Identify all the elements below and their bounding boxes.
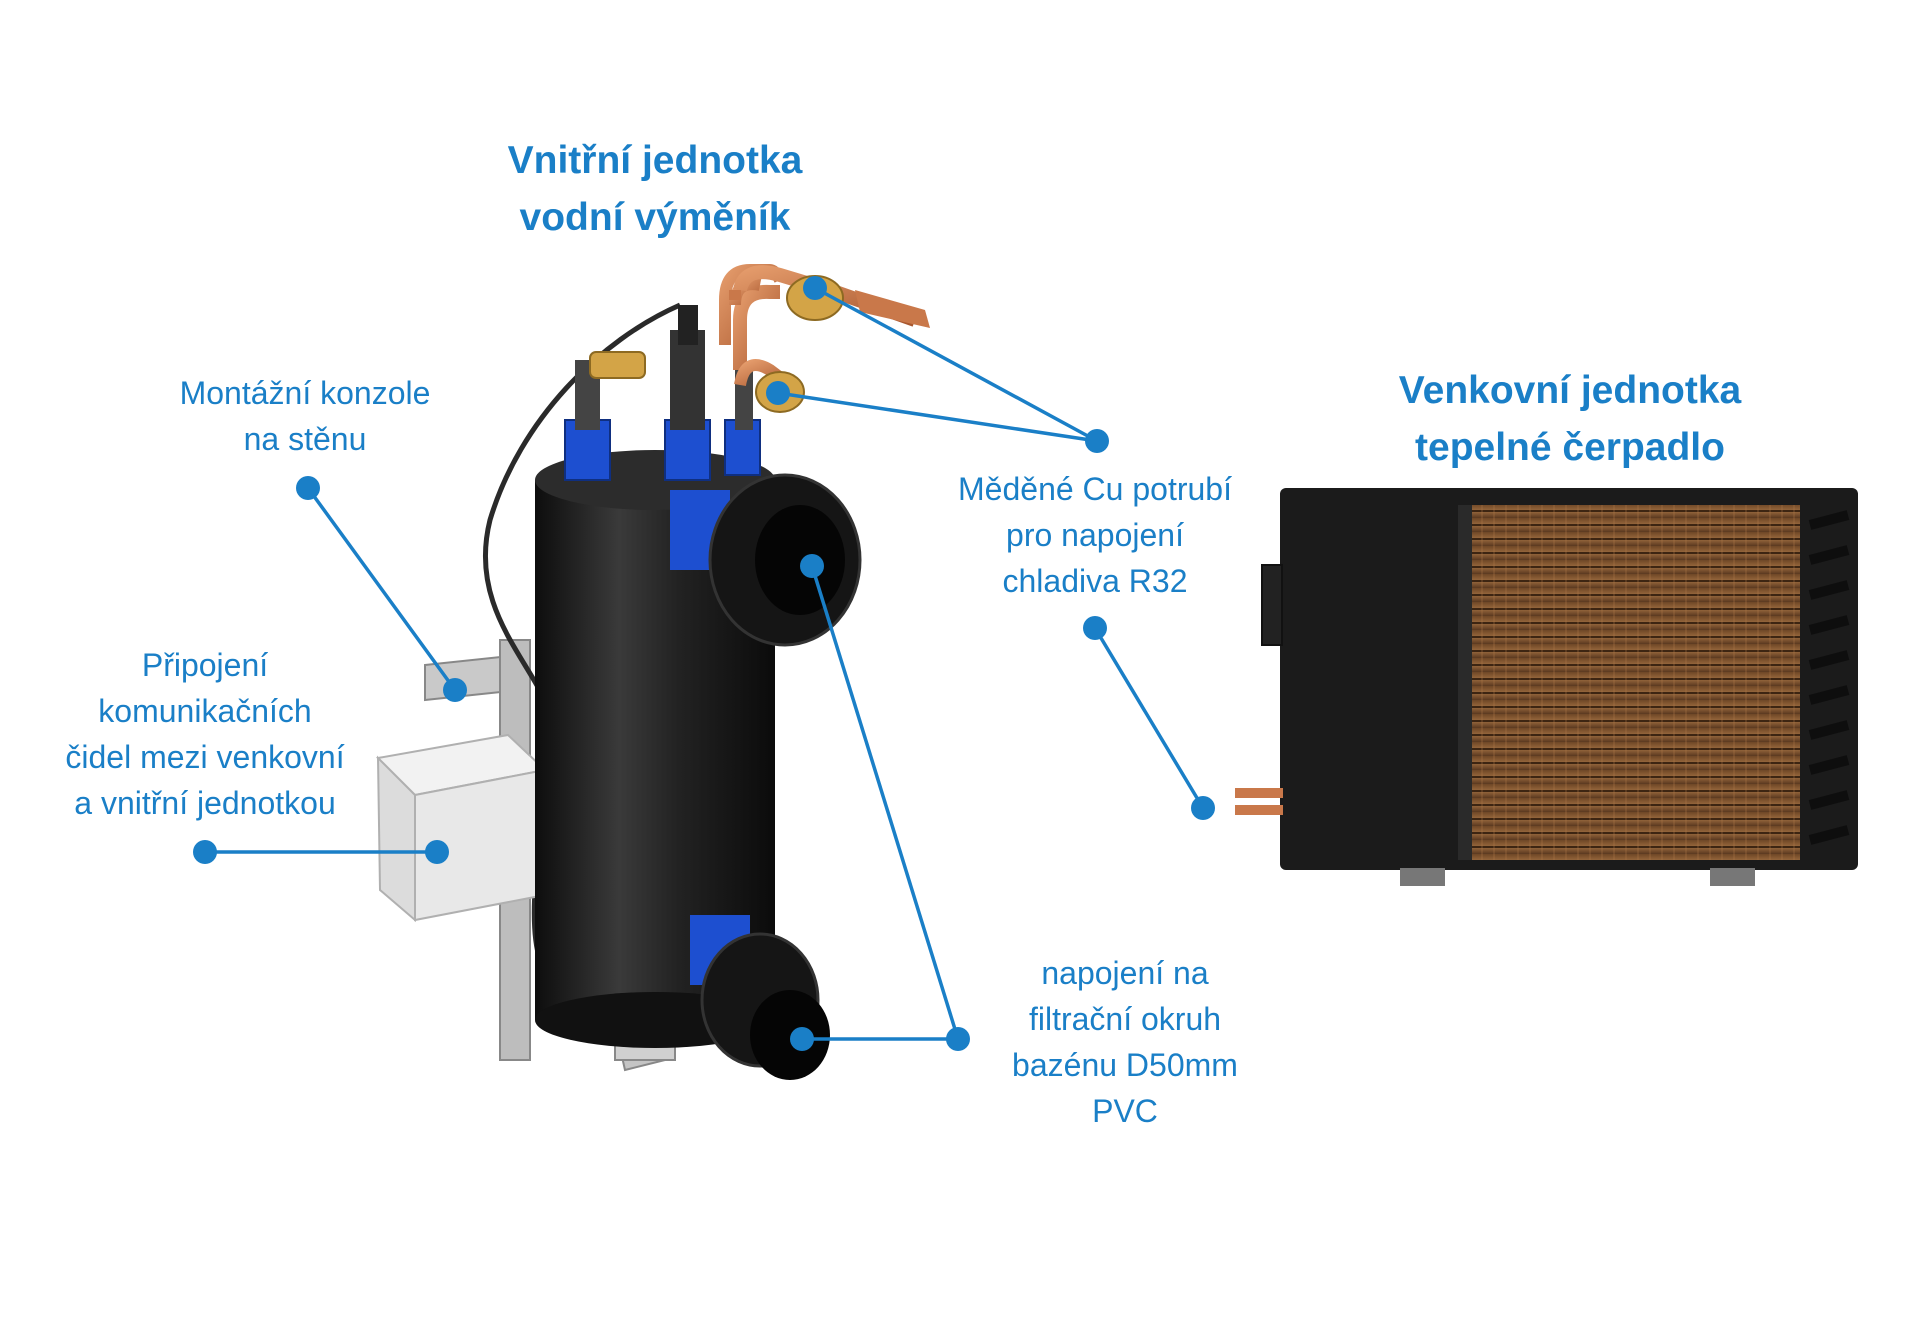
outdoor-stub-target-dot [1191, 796, 1215, 820]
copper-pipes [719, 264, 930, 413]
copper-target-dot-upper [803, 276, 827, 300]
indoor-unit-illustration [375, 264, 930, 1080]
callout-dots [193, 276, 1215, 1051]
filtration-label-line: PVC [1092, 1093, 1158, 1129]
lower-pvc-target-dot [790, 1027, 814, 1051]
lower-pvc-union [690, 915, 830, 1080]
sensor-label-line: Připojení [141, 647, 269, 683]
copper-label-line: Měděné Cu potrubí [958, 471, 1232, 507]
top-fittings [564, 305, 761, 481]
sensor-target-dot [425, 840, 449, 864]
sensor-label-line: a vnitřní jednotkou [74, 785, 336, 821]
bracket-target-dot [443, 678, 467, 702]
copper-label-line: pro napojení [1006, 517, 1184, 553]
indoor-unit-title-line2: vodní výměník [519, 196, 791, 239]
junction-box [375, 733, 548, 923]
filtration-label-line: napojení na [1041, 955, 1209, 991]
bracket-label-line: na stěnu [243, 421, 367, 457]
sensor-callout-dot [193, 840, 217, 864]
outdoor-unit-title-line1: Venkovní jednotka [1398, 369, 1742, 412]
bracket-label: Montážní konzole na stěnu [140, 370, 470, 462]
outdoor-copper-stubs [1235, 788, 1283, 815]
bracket-callout-dot [296, 476, 320, 500]
outdoor-unit-grille [1808, 510, 1850, 845]
upper-pvc-target-dot [800, 554, 824, 578]
outdoor-unit-coil [1470, 505, 1800, 860]
outdoor-unit-title: Venkovní jednotka tepelné čerpadlo [1340, 362, 1800, 476]
callout-lines [205, 286, 1205, 1041]
indoor-unit-title: Vnitřní jednotka vodní výměník [440, 132, 870, 246]
copper-junction-dot [1085, 429, 1109, 453]
copper-callout-dot [1083, 616, 1107, 640]
outdoor-unit-illustration [1235, 488, 1858, 886]
indoor-unit-title-line1: Vnitřní jednotka [507, 139, 803, 182]
filtration-label: napojení na filtrační okruh bazénu D50mm… [975, 950, 1275, 1134]
sensor-label-line: čidel mezi venkovní [65, 739, 345, 775]
filtration-label-line: filtrační okruh [1028, 1001, 1222, 1037]
copper-target-dot-lower [766, 381, 790, 405]
filtration-label-line: bazénu D50mm [1012, 1047, 1238, 1083]
sensor-label: Připojení komunikačních čidel mezi venko… [40, 642, 370, 826]
copper-label: Měděné Cu potrubí pro napojení chladiva … [920, 466, 1270, 604]
sensor-label-line: komunikačních [98, 693, 312, 729]
copper-label-line: chladiva R32 [1002, 563, 1188, 599]
bracket-label-line: Montážní konzole [179, 375, 431, 411]
outdoor-unit-title-line2: tepelné čerpadlo [1415, 426, 1725, 469]
filtration-junction-dot [946, 1027, 970, 1051]
